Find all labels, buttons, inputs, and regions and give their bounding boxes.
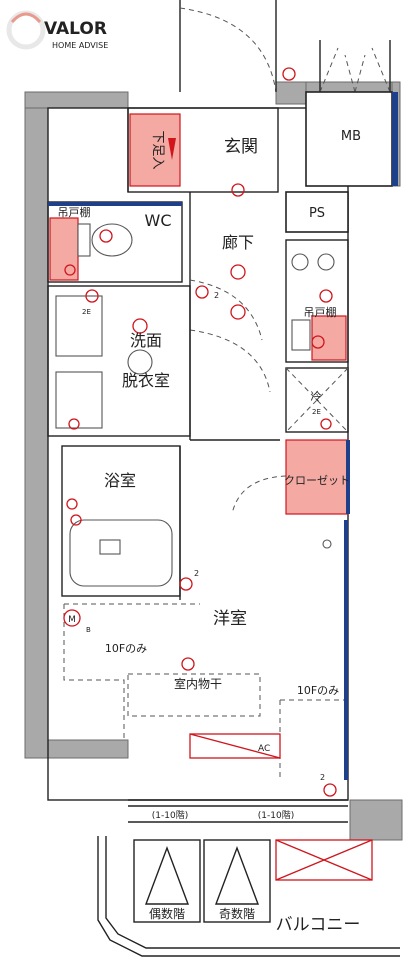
logo-swoosh-icon [10,12,42,24]
room-labels: 玄関 下足入 MB PS WC 吊戸棚 廊下 洗面 脱衣室 吊戸棚 冷 クローゼ… [58,129,362,935]
mb-doors [319,40,391,93]
intercom-icon [282,67,296,81]
washroom [47,285,191,437]
stove-burner-right-icon [317,253,335,271]
label-hanging-shelf-wc: 吊戸棚 [58,205,91,219]
indoor-drying-rail [127,673,261,717]
toilet-bowl-icon [91,223,133,257]
label-outlet-2e-b: 2E [312,408,321,416]
hallway-switch-icon [195,285,209,299]
closet [231,439,350,515]
label-hallway: 廊下 [222,233,254,252]
shoe-box-cabinet [129,113,181,187]
bottom-left-structural-wall [47,739,129,759]
valor-logo: VALOR HOME ADVISE [6,10,108,50]
label-wc: WC [145,211,172,230]
hallway-light-icon [230,264,246,280]
label-washroom-2: 脱衣室 [122,371,170,390]
western-room-ceiling-light-icon [181,657,195,671]
bath-outlet-icon [66,498,78,510]
label-meter: M [68,615,76,625]
western-room-outlet-icon [179,577,193,591]
bathroom [61,445,181,597]
washbasin-icon [55,295,103,357]
label-fridge: 冷 [311,390,322,403]
logo-tagline: HOME ADVISE [52,41,108,50]
bathtub-icon [69,519,173,587]
fridge-outlet-icon [320,418,332,430]
entrance-door [179,0,277,93]
hallway-light-icon-2 [230,304,246,320]
closet-edge-marker [346,440,350,514]
label-shoe-box: 下足入 [150,130,165,169]
ac-unit [189,733,281,759]
wc-light-icon [99,229,113,243]
shoe-box-marker-icon [168,138,176,160]
wc-outlet-icon [64,264,76,276]
label-washroom-1: 洗面 [130,331,162,350]
entrance-zone [127,107,279,193]
ps-room [285,191,349,233]
western-room-edge-marker [344,520,348,780]
label-outlet-2e-a: 2E [82,308,91,316]
shoe-box [129,113,181,187]
label-ps: PS [309,206,325,221]
kitchen-outlet-icon [319,289,333,303]
label-hanging-shelf-kitchen: 吊戸棚 [304,305,337,319]
left-structural-wall [24,91,49,759]
label-odd-floor: 奇数階 [219,906,255,921]
label-outlet-2-b: 2 [194,569,199,578]
label-indoor-drying: 室内物干 [174,676,222,691]
label-even-floor: 偶数階 [149,906,185,921]
electrical-fixtures [63,67,337,797]
label-meter-b: B [86,626,91,634]
label-outlet-2-a: 2 [214,291,219,300]
label-entrance: 玄関 [224,137,258,157]
stove-burner-left-icon [291,253,309,271]
mb-room [305,91,393,187]
label-outlet-2-c: 2 [320,773,325,782]
western-room [63,446,348,780]
top-mid-structural-wall [275,81,307,105]
label-closet: クローゼット [284,474,350,487]
top-left-structural-wall [24,91,129,109]
label-balcony: バルコニー [276,915,361,935]
logo-brand: VALOR [44,19,107,39]
even-floor-hatch-icon [144,846,190,905]
bath-drain-icon [99,539,121,555]
balcony-window [128,799,348,823]
label-ac: AC [258,744,270,754]
entrance-light-icon [231,183,245,197]
label-bath: 浴室 [104,471,136,490]
hallway-doors [189,192,280,441]
washroom-outlet-icon [85,289,99,303]
closet-switch-icon [322,539,332,549]
washroom-ceiling-light-icon [132,318,148,334]
label-western-room: 洋室 [213,609,247,629]
balcony [97,836,400,957]
kitchen-hanging-shelf [311,315,347,361]
label-only-10f-right: 10Fのみ [297,684,339,697]
outdoor-ac-unit [275,839,373,881]
label-mb: MB [341,129,361,144]
washroom-light-icon [127,349,153,375]
wc-edge-marker [48,202,182,206]
washing-machine-pan-icon [55,371,103,429]
kitchen-sink-icon [291,319,311,351]
mb-edge-marker [392,92,398,186]
washroom-outlet-icon-2 [68,418,80,430]
kitchen-outlet-icon-2 [311,335,325,349]
wc-hanging-shelf [49,217,79,281]
label-only-10f-left: 10Fのみ [105,642,147,655]
bath-faucet-icon [70,514,82,526]
label-window-left: (1-10階) [152,810,188,821]
toilet-tank-icon [77,223,91,257]
meter-icon [63,609,81,627]
label-window-right: (1-10階) [258,810,294,821]
kitchen-column [285,239,349,433]
bottom-right-structural-wall [349,799,403,841]
odd-floor-hatch-icon [214,846,260,905]
western-room-outlet-icon-2 [323,783,337,797]
